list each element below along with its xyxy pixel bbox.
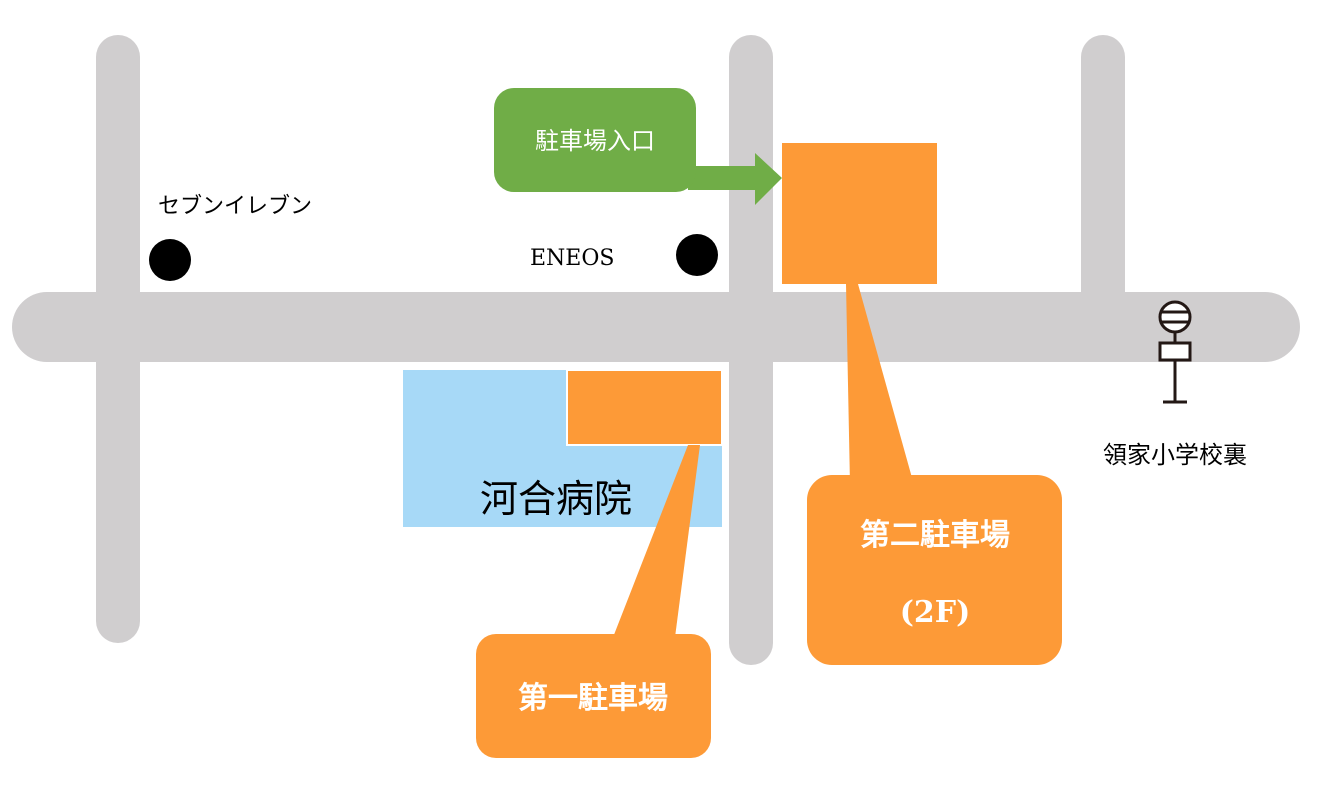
first-parking-lot: [566, 369, 723, 446]
seven-eleven-marker: [149, 239, 191, 281]
callout-pointer: [846, 284, 914, 485]
second-parking-label: 第二駐車場: [860, 518, 1010, 553]
road-main-horizontal: [12, 292, 1300, 362]
road-vertical-east: [1081, 35, 1125, 315]
bus-stop-icon: [1158, 300, 1192, 404]
eneos-marker: [676, 234, 718, 276]
callout-pointer: [610, 445, 700, 645]
first-parking-callout: 第一駐車場: [476, 445, 711, 758]
seven-eleven-label: セブンイレブン: [158, 194, 312, 219]
parking-entrance-label: 駐車場入口: [535, 127, 655, 155]
parking-entrance: 駐車場入口: [494, 88, 782, 205]
first-parking-label: 第一駐車場: [518, 681, 668, 716]
second-parking-callout: 第二駐車場 (2F): [807, 284, 1062, 665]
callout-box: [807, 475, 1062, 665]
arrow-right-icon: [688, 153, 782, 205]
hospital: 河合病院: [403, 369, 723, 527]
roads: [12, 35, 1300, 665]
second-parking-lot: [782, 143, 937, 284]
parking-entrance-box: [494, 88, 696, 192]
eneos-label: ENEOS: [530, 246, 614, 271]
bus-stop-label: 領家小学校裏: [1103, 441, 1247, 469]
callout-box: [476, 634, 711, 758]
hospital-label: 河合病院: [480, 477, 632, 521]
second-parking-floor: (2F): [900, 595, 971, 630]
